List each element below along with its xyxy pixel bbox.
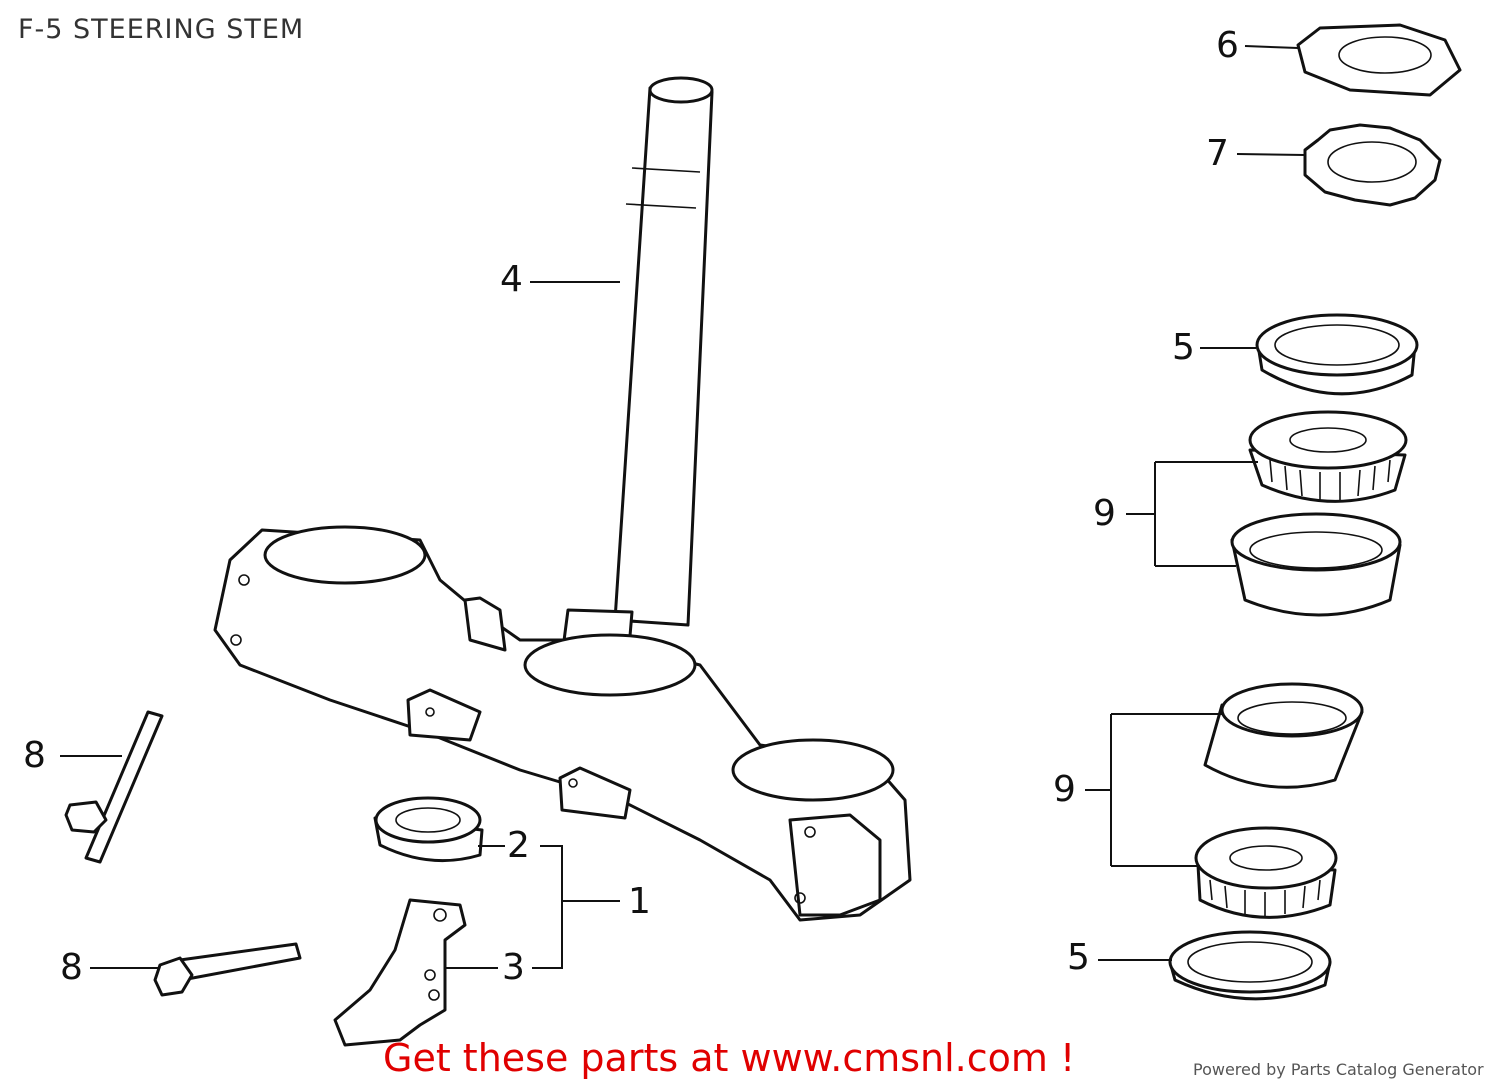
bearing-race-lower[interactable] xyxy=(1203,682,1364,789)
dust-seal-lower[interactable] xyxy=(1168,930,1332,1001)
callout-9-upper: 9 xyxy=(1093,493,1116,534)
callout-5-upper: 5 xyxy=(1172,327,1195,368)
callout-5-lower: 5 xyxy=(1067,937,1090,978)
lower-fork-bridge[interactable] xyxy=(213,525,912,922)
bolt-upper[interactable] xyxy=(64,710,164,864)
callout-6: 6 xyxy=(1216,25,1239,66)
callout-7: 7 xyxy=(1206,133,1229,174)
lock-washer[interactable] xyxy=(1296,23,1462,97)
castle-nut[interactable] xyxy=(1303,123,1442,207)
leader-lines xyxy=(60,45,1306,969)
bolt-lower[interactable] xyxy=(153,942,302,997)
taper-bearing-upper[interactable] xyxy=(1248,410,1408,503)
steering-stem-shaft[interactable] xyxy=(560,76,714,662)
callout-1: 1 xyxy=(628,881,651,922)
callout-4: 4 xyxy=(500,259,523,300)
callout-2: 2 xyxy=(507,825,530,866)
bracket[interactable] xyxy=(333,898,467,1047)
grommet[interactable] xyxy=(373,796,484,863)
callout-8-upper: 8 xyxy=(23,735,46,776)
cta-link[interactable]: Get these parts at www.cmsnl.com ! xyxy=(383,1036,1076,1080)
callout-8-lower: 8 xyxy=(60,947,83,988)
taper-bearing-lower[interactable] xyxy=(1194,826,1338,919)
bearing-race-upper[interactable] xyxy=(1230,512,1402,617)
callout-9-lower: 9 xyxy=(1053,769,1076,810)
page-title: F-5 STEERING STEM xyxy=(18,14,305,45)
dust-seal-upper[interactable] xyxy=(1255,313,1419,396)
callout-3: 3 xyxy=(502,947,525,988)
powered-by-text: Powered by Parts Catalog Generator xyxy=(1193,1060,1484,1079)
